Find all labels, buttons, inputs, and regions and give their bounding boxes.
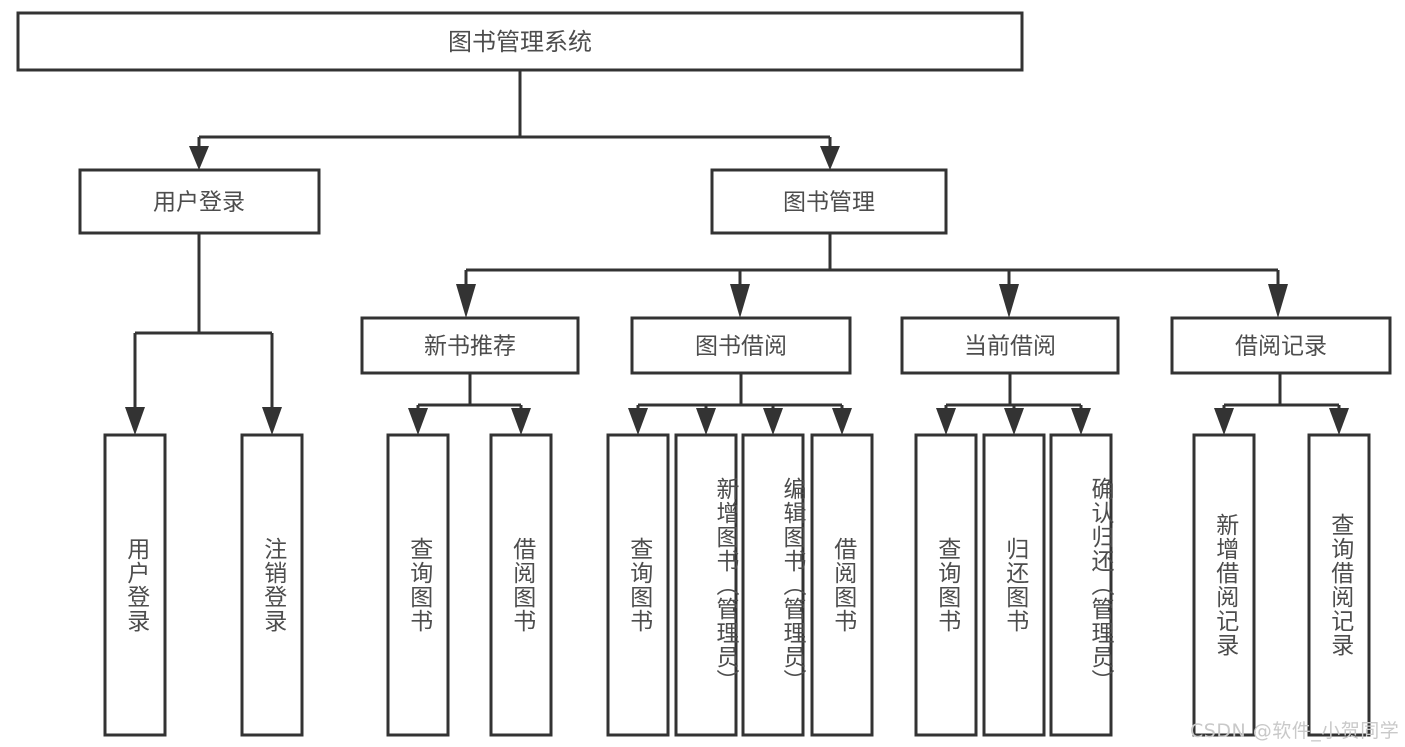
node-current-borrow-label: 当前借阅 xyxy=(964,334,1056,360)
arrow-head-leaf-nb-2 xyxy=(511,408,531,435)
arrow-head-leaf-bb-2 xyxy=(696,408,716,435)
node-leaf-logout[interactable] xyxy=(240,433,304,737)
node-leaf-query-borrow-record[interactable] xyxy=(1307,433,1371,737)
arrow-head-leaf-bb-4 xyxy=(832,408,852,435)
node-leaf-add-borrow-record[interactable] xyxy=(1192,433,1256,737)
node-layer xyxy=(16,11,1392,737)
node-borrow-record-label: 借阅记录 xyxy=(1235,334,1327,360)
node-current-borrow[interactable] xyxy=(900,316,1120,375)
arrow-head-user-login xyxy=(189,146,209,170)
node-leaf-confirm-return-admin[interactable] xyxy=(1049,433,1113,737)
arrow-head-book-manage xyxy=(820,146,840,170)
arrow-head-book-borrow xyxy=(730,284,750,318)
arrow-head-leaf-nb-1 xyxy=(408,408,428,435)
node-user-login-label: 用户登录 xyxy=(153,190,245,216)
node-book-borrow[interactable] xyxy=(630,316,852,375)
node-new-book-recommend-label: 新书推荐 xyxy=(424,334,516,360)
node-leaf-query-book-nb[interactable] xyxy=(386,433,450,737)
node-leaf-borrow-book-bb[interactable] xyxy=(810,433,874,737)
arrow-head-leaf-br-1 xyxy=(1214,408,1234,435)
node-leaf-add-book-admin[interactable] xyxy=(674,433,738,737)
arrow-head-borrow-record xyxy=(1268,284,1288,318)
arrow-head-leaf-logout xyxy=(262,407,282,435)
arrow-head-new-book-recommend xyxy=(456,284,476,318)
node-leaf-query-book-cb[interactable] xyxy=(914,433,978,737)
node-new-book-recommend[interactable] xyxy=(360,316,580,375)
node-borrow-record[interactable] xyxy=(1170,316,1392,375)
node-leaf-edit-book-admin[interactable] xyxy=(741,433,805,737)
arrow-head-leaf-bb-1 xyxy=(628,408,648,435)
node-user-login[interactable] xyxy=(78,168,321,235)
arrow-head-current-borrow xyxy=(999,284,1019,318)
node-book-management-label: 图书管理 xyxy=(783,190,875,216)
node-root-book-management-system[interactable] xyxy=(16,11,1024,72)
arrow-head-leaf-cb-1 xyxy=(936,408,956,435)
csdn-watermark: CSDN @软件_小贺同学 xyxy=(1190,720,1400,742)
arrow-head-leaf-br-2 xyxy=(1329,408,1349,435)
node-root-label: 图书管理系统 xyxy=(448,28,592,56)
label-layer: 图书管理系统 用户登录 图书管理 新书推荐 图书借阅 当前借阅 借阅记录 xyxy=(153,28,1327,360)
node-leaf-borrow-book-nb[interactable] xyxy=(489,433,553,737)
node-leaf-user-login[interactable] xyxy=(103,433,167,737)
node-book-management[interactable] xyxy=(710,168,948,235)
connector-layer xyxy=(125,70,1349,435)
node-leaf-return-book[interactable] xyxy=(982,433,1046,737)
arrow-head-leaf-user-login xyxy=(125,407,145,435)
arrow-head-leaf-cb-2 xyxy=(1004,408,1024,435)
arrow-head-leaf-bb-3 xyxy=(763,408,783,435)
arrow-head-leaf-cb-3 xyxy=(1071,408,1091,435)
node-leaf-query-book-bb[interactable] xyxy=(606,433,670,737)
node-book-borrow-label: 图书借阅 xyxy=(695,334,787,360)
